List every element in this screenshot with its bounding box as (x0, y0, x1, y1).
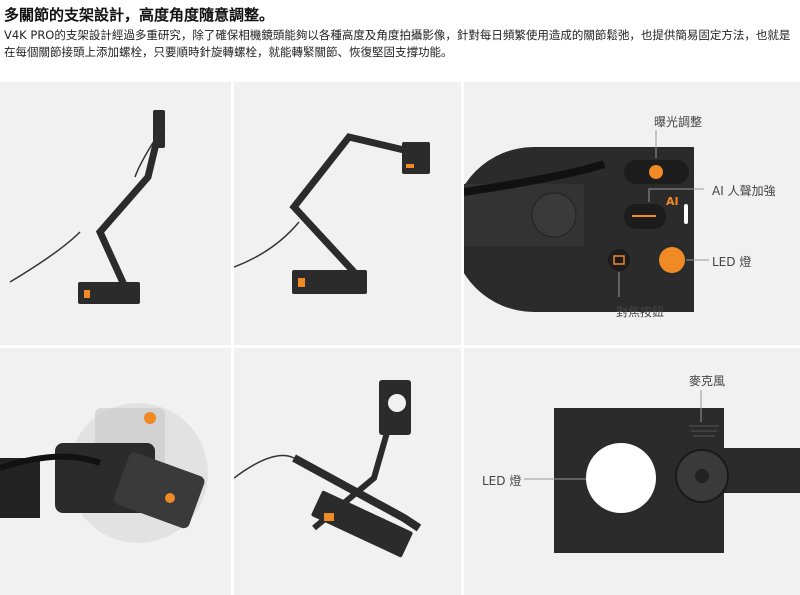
ai-voice-label: AI 人聲加強 (712, 184, 776, 198)
photo-stand-folded (234, 348, 461, 595)
section-description: V4K PRO的支架設計經過多重研究，除了確保相機鏡頭能夠以各種高度及角度拍攝影… (4, 28, 791, 59)
photo-stand-extended (234, 82, 461, 345)
rear-led-label: LED 燈 (482, 474, 522, 488)
led-label: LED 燈 (712, 255, 752, 269)
photo-stand-raised (0, 82, 231, 345)
mic-label: 麥克風 (689, 374, 726, 388)
photo-rear-view: 麥克風 LED 燈 (464, 348, 800, 595)
ai-badge: AI (666, 195, 679, 208)
section-heading: 多關節的支架設計，高度角度隨意調整。 (4, 6, 275, 24)
exposure-label: 曝光調整 (654, 115, 703, 129)
photo-control-buttons: AI 曝光調整 AI 人聲加強 LED 燈 對焦按鈕 (464, 82, 800, 345)
photo-joint-closeup (0, 348, 231, 595)
focus-label: 對焦按鈕 (616, 305, 665, 319)
